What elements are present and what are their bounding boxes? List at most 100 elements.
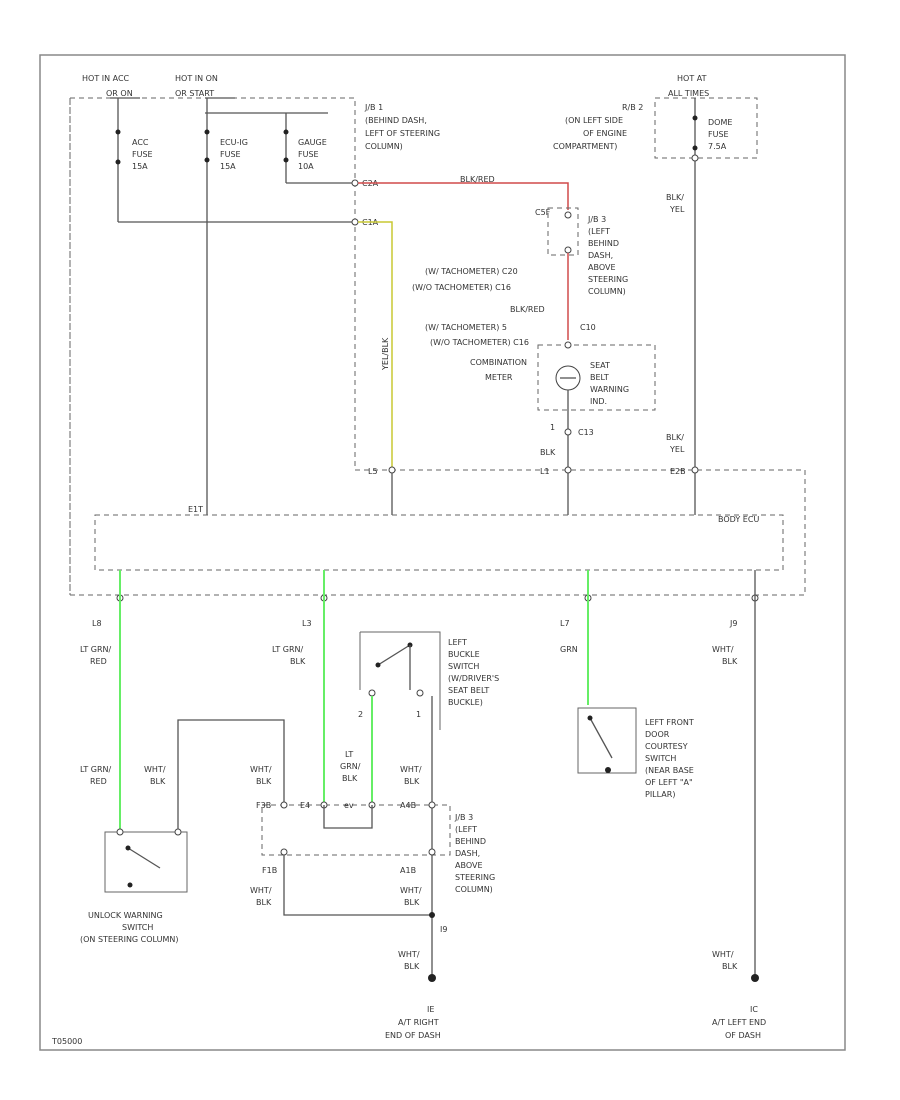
l7-pin: L7 <box>560 619 570 628</box>
unlock-switch-pivot <box>125 845 131 851</box>
acc-fuse-label: ACC <box>132 138 149 147</box>
dome-fuse-label: DOME <box>708 118 732 127</box>
jb3-lower-label-5: ABOVE <box>455 861 483 870</box>
jb3-internal-link <box>323 805 373 829</box>
body-ecu-box <box>94 514 784 571</box>
c5f-pin: C5F <box>535 208 551 217</box>
unlock-return-wire <box>177 719 285 829</box>
rb2-out-connector <box>691 154 699 162</box>
jb3-upper-label-6: STEERING <box>588 275 628 284</box>
blk-yel-1-label: BLK/ <box>666 193 684 202</box>
ic-ground-icon <box>751 974 759 982</box>
l3-pin: L3 <box>302 619 312 628</box>
buckle-switch-blade <box>377 644 411 666</box>
ie-ground-icon <box>428 974 436 982</box>
tach-label-4: (W/O TACHOMETER) C16 <box>430 338 529 347</box>
rb2-box <box>654 97 758 159</box>
f1b-connector <box>280 848 288 856</box>
lamp-label-4: IND. <box>590 397 607 406</box>
buckle-pin-2-label: 2 <box>358 710 363 719</box>
jb3-upper-box <box>547 207 579 256</box>
ic-ground-label: A/T LEFT END <box>712 1018 766 1027</box>
buckle-label-3: SWITCH <box>448 662 479 671</box>
wht-blk-3-label-2: BLK <box>404 777 420 786</box>
rb2-label-3: OF ENGINE <box>583 129 627 138</box>
lamp-label-2: BELT <box>590 373 609 382</box>
blk-red-top-label: BLK/RED <box>460 175 495 184</box>
wht-blk-2-label-2: BLK <box>722 962 738 971</box>
wht-blk-8-label-2: BLK <box>404 962 420 971</box>
wht-blk-5-label: WHT/ <box>250 765 272 774</box>
lamp-label-3: WARNING <box>590 385 629 394</box>
unlock-switch-blade <box>127 847 161 869</box>
jb3-lower-box <box>261 804 451 856</box>
diagram-border <box>39 54 846 1051</box>
wht-blk-2-label: WHT/ <box>712 950 734 959</box>
acc-fuse-label-2: FUSE <box>132 150 153 159</box>
hot-at-label-2: ALL TIMES <box>668 89 709 98</box>
tach-label-2: (W/O TACHOMETER) C16 <box>412 283 511 292</box>
door-label-7: PILLAR) <box>645 790 675 799</box>
i9-splice <box>429 912 435 918</box>
hot-on-label-2: OR START <box>175 89 214 98</box>
a1b-pin: A1B <box>400 866 416 875</box>
a1b-connector <box>428 848 436 856</box>
e1t-pin: E1T <box>188 505 203 514</box>
jb1-label-2: (BEHIND DASH, <box>365 116 427 125</box>
buckle-label-2: BUCKLE <box>448 650 480 659</box>
e4-pin: E4 <box>300 801 310 810</box>
ev-pin: ev <box>344 801 354 810</box>
a4b-pin: A4B <box>400 801 416 810</box>
tach-label-1: (W/ TACHOMETER) C20 <box>425 267 518 276</box>
c5f-connector <box>564 211 572 219</box>
wht-blk-5-label-2: BLK <box>256 777 272 786</box>
wht-blk-7-label: WHT/ <box>400 886 422 895</box>
door-label-4: SWITCH <box>645 754 676 763</box>
lt-grn-blk-2-label: LT <box>345 750 353 759</box>
jb1-label-3: LEFT OF STEERING <box>365 129 440 138</box>
wht-blk-4-label-2: BLK <box>150 777 166 786</box>
hot-acc-label-2: OR ON <box>106 89 133 98</box>
hot-acc-label: HOT IN ACC <box>82 74 130 83</box>
ecu-fuse-top <box>204 129 210 135</box>
e2b-pin: E2B <box>670 467 686 476</box>
jb3-upper-label-2: (LEFT <box>588 227 610 236</box>
lt-grn-red-1-label: LT GRN/ <box>80 645 112 654</box>
rb2-label-4: COMPARTMENT) <box>553 142 617 151</box>
rb2-label: R/B 2 <box>622 103 643 112</box>
grn-label: GRN <box>560 645 578 654</box>
door-switch-blade <box>589 717 613 759</box>
jb3-upper-label-4: DASH, <box>588 251 613 260</box>
c10-pin: C10 <box>580 323 596 332</box>
lt-grn-blk-2-label-3: BLK <box>342 774 358 783</box>
ic-ground-label-2: OF DASH <box>725 1031 761 1040</box>
blk-yel-2-label-2: YEL <box>669 445 685 454</box>
gauge-fuse-top <box>283 129 289 135</box>
buckle-switch-box <box>359 631 441 730</box>
jb1-label: J/B 1 <box>364 103 383 112</box>
ground-tree-wire <box>283 855 433 975</box>
meter-box <box>537 344 656 411</box>
lt-grn-red-1-label-2: RED <box>90 657 107 666</box>
c13-pin: C13 <box>578 428 594 437</box>
l5-pin: L5 <box>368 467 378 476</box>
wht-blk-4-label: WHT/ <box>144 765 166 774</box>
c13-connector <box>564 428 572 436</box>
body-ecu-label: BODY ECU <box>718 515 759 524</box>
blk-c13-label: BLK <box>540 448 556 457</box>
unlock-pin-left <box>116 828 124 836</box>
l1-connector <box>564 466 572 474</box>
wht-blk-1-label-2: BLK <box>722 657 738 666</box>
wht-blk-8-label: WHT/ <box>398 950 420 959</box>
dome-fuse-label-2: FUSE <box>708 130 729 139</box>
lt-grn-red-2-label-2: RED <box>90 777 107 786</box>
c4a-connector <box>564 246 572 254</box>
lt-grn-blk-1-label-2: BLK <box>290 657 306 666</box>
unlock-label-2: SWITCH <box>122 923 153 932</box>
i9-pin: I9 <box>440 925 447 934</box>
red-wire <box>358 182 569 210</box>
c1a-connector <box>351 218 359 226</box>
ecu-fuse-bottom <box>204 157 210 163</box>
lt-grn-blk-2-label-2: GRN/ <box>340 762 361 771</box>
buckle-label: LEFT <box>448 638 467 647</box>
